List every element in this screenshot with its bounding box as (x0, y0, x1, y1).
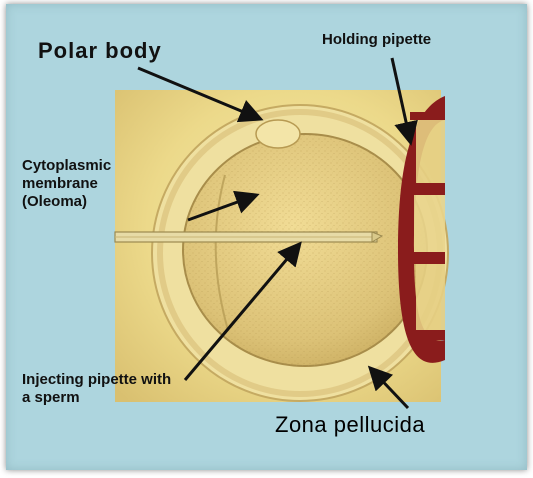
label-injecting-pipette: Injecting pipette with a sperm (22, 371, 171, 407)
label-zona-pellucida: Zona pellucida (275, 412, 425, 437)
arrow-cytoplasmic-membrane (188, 196, 254, 220)
label-line: a sperm (22, 389, 171, 407)
arrow-holding-pipette (392, 58, 410, 140)
arrow-zona-pellucida (372, 370, 408, 408)
label-cytoplasmic-membrane: Cytoplasmic membrane (Oleoma) (22, 157, 111, 211)
arrow-polar-body (138, 68, 258, 118)
label-holding-pipette: Holding pipette (322, 31, 431, 48)
label-polar-body: Polar body (38, 38, 162, 63)
label-line: Cytoplasmic (22, 157, 111, 175)
label-line: membrane (22, 175, 111, 193)
label-line: (Oleoma) (22, 193, 111, 211)
arrow-injecting-pipette (185, 246, 298, 380)
label-line: Injecting pipette with (22, 371, 171, 389)
